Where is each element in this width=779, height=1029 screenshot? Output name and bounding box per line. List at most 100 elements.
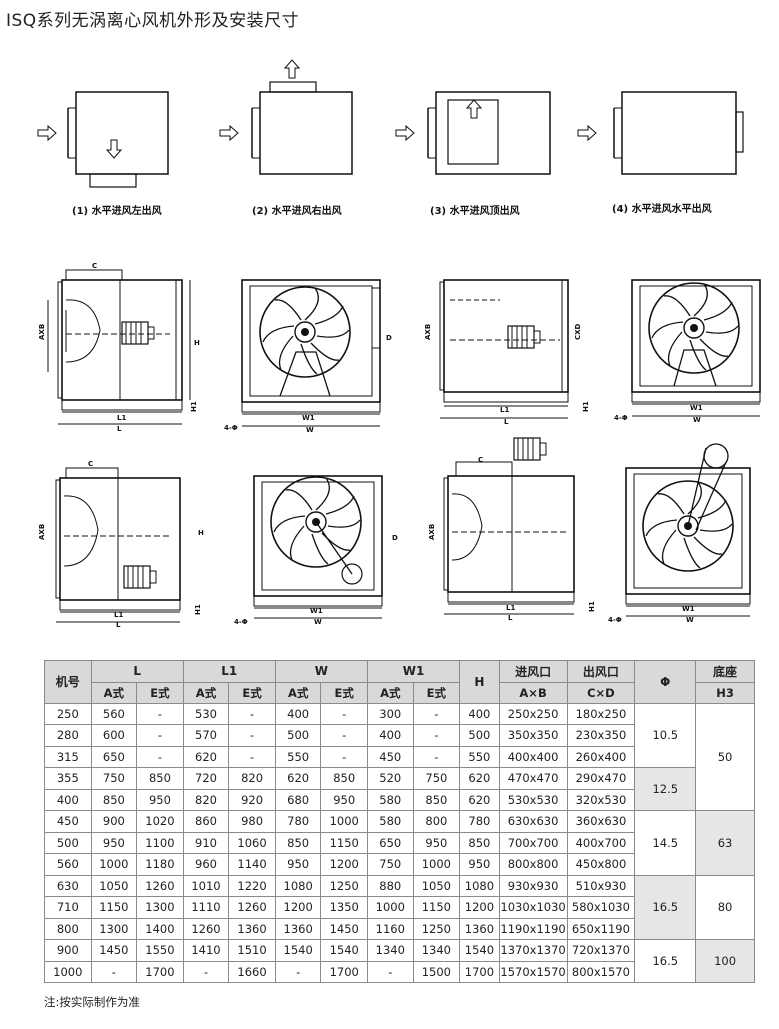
table-cell: 450 xyxy=(44,810,92,833)
table-cell: 1550 xyxy=(136,939,184,962)
dim-l: L xyxy=(117,425,122,433)
table-cell: 1350 xyxy=(320,896,368,919)
table-cell: 230x350 xyxy=(566,724,636,747)
table-cell: 620 xyxy=(274,767,322,790)
table-cell: 1190x1190 xyxy=(498,917,568,940)
phi-cell: 16.5 xyxy=(634,874,697,940)
table-cell: 470x470 xyxy=(498,767,568,790)
table-cell: 1150 xyxy=(320,831,368,854)
table-cell: 780 xyxy=(459,810,500,833)
dim-w-3: W xyxy=(314,618,322,626)
table-cell: 900 xyxy=(90,810,138,833)
table-cell: 720x1370 xyxy=(566,939,636,962)
table-cell: 1260 xyxy=(228,896,276,919)
table-cell: 250 xyxy=(44,702,92,725)
header-l1-e: E式 xyxy=(228,681,276,704)
front-view-a: W1 W D 4-Φ xyxy=(224,279,392,434)
dim-w-4: W xyxy=(686,616,694,624)
table-cell: 900 xyxy=(44,939,92,962)
table-cell: 1660 xyxy=(228,960,276,983)
dim-w1-2: W1 xyxy=(690,404,703,412)
table-cell: 350x350 xyxy=(498,724,568,747)
table-cell: 550 xyxy=(459,745,500,768)
schematic-1 xyxy=(37,91,169,188)
table-cell: 300 xyxy=(367,702,414,725)
table-cell: 630 xyxy=(44,874,92,897)
table-cell: 400 xyxy=(367,724,414,747)
header-w1-a: A式 xyxy=(367,681,414,704)
spec-table: 机号 L L1 W W1 H 进风口 出风口 Φ 底座 A式 E式 A式 E式 … xyxy=(44,660,755,983)
table-cell: 1410 xyxy=(182,939,230,962)
page-title: ISQ系列无涡离心风机外形及安装尺寸 xyxy=(6,11,300,31)
table-cell: - xyxy=(320,745,368,768)
header-outlet: 出风口 xyxy=(566,660,636,683)
table-cell: 290x470 xyxy=(566,767,636,790)
dim-w-2: W xyxy=(693,416,701,424)
dim-c-3: C xyxy=(88,460,93,468)
dim-c: C xyxy=(92,262,97,270)
caption-4: (4) 水平进风水平出风 xyxy=(612,202,712,215)
base-cell: 50 xyxy=(695,702,755,811)
table-cell: 1540 xyxy=(320,939,368,962)
table-cell: 630x630 xyxy=(498,810,568,833)
table-cell: 510x930 xyxy=(566,874,636,897)
table-cell: - xyxy=(412,745,461,768)
table-cell: 580 xyxy=(367,810,414,833)
table-cell: 650 xyxy=(90,745,138,768)
table-cell: 950 xyxy=(136,788,184,811)
table-cell: 950 xyxy=(459,853,500,876)
table-cell: 180x250 xyxy=(566,702,636,725)
table-cell: 920 xyxy=(228,788,276,811)
caption-3: (3) 水平进风顶出风 xyxy=(430,204,520,217)
table-cell: 1000 xyxy=(44,960,92,983)
table-cell: 910 xyxy=(182,831,230,854)
table-cell: 1200 xyxy=(274,896,322,919)
table-cell: 1000 xyxy=(90,853,138,876)
table-cell: 800x1570 xyxy=(566,960,636,983)
table-cell: 1000 xyxy=(367,896,414,919)
table-cell: 720 xyxy=(182,767,230,790)
header-axb: A×B xyxy=(498,681,568,704)
table-cell: 650x1190 xyxy=(566,917,636,940)
table-cell: - xyxy=(136,724,184,747)
table-cell: 750 xyxy=(412,767,461,790)
header-w: W xyxy=(274,660,369,683)
dim-w1: W1 xyxy=(302,414,315,422)
table-cell: 850 xyxy=(320,767,368,790)
table-cell: 1500 xyxy=(412,960,461,983)
table-cell: 450 xyxy=(367,745,414,768)
table-cell: 280 xyxy=(44,724,92,747)
table-cell: 1510 xyxy=(228,939,276,962)
table-cell: 600 xyxy=(90,724,138,747)
dim-axb-4: AXB xyxy=(428,524,436,540)
table-cell: 750 xyxy=(367,853,414,876)
dim-foot: 4-Φ xyxy=(224,424,238,432)
phi-cell: 16.5 xyxy=(634,939,697,983)
table-cell: 710 xyxy=(44,896,92,919)
table-cell: 1200 xyxy=(320,853,368,876)
table-cell: - xyxy=(228,724,276,747)
table-cell: 850 xyxy=(412,788,461,811)
dim-l1: L1 xyxy=(117,414,126,422)
table-cell: 1110 xyxy=(182,896,230,919)
table-cell: 1300 xyxy=(90,917,138,940)
table-cell: 1180 xyxy=(136,853,184,876)
header-h: H xyxy=(459,660,500,704)
table-cell: 500 xyxy=(44,831,92,854)
table-cell: 580x1030 xyxy=(566,896,636,919)
table-cell: 1150 xyxy=(90,896,138,919)
dim-l1-3: L1 xyxy=(114,611,123,619)
dim-axb: AXB xyxy=(38,324,46,340)
table-cell: 260x400 xyxy=(566,745,636,768)
dim-cxd: CXD xyxy=(574,323,582,340)
table-cell: 1540 xyxy=(274,939,322,962)
table-cell: 560 xyxy=(90,702,138,725)
dim-w1-3: W1 xyxy=(310,607,323,615)
table-cell: 450x800 xyxy=(566,853,636,876)
front-view-d: W1 W 4-Φ xyxy=(608,443,751,624)
table-cell: 320x530 xyxy=(566,788,636,811)
